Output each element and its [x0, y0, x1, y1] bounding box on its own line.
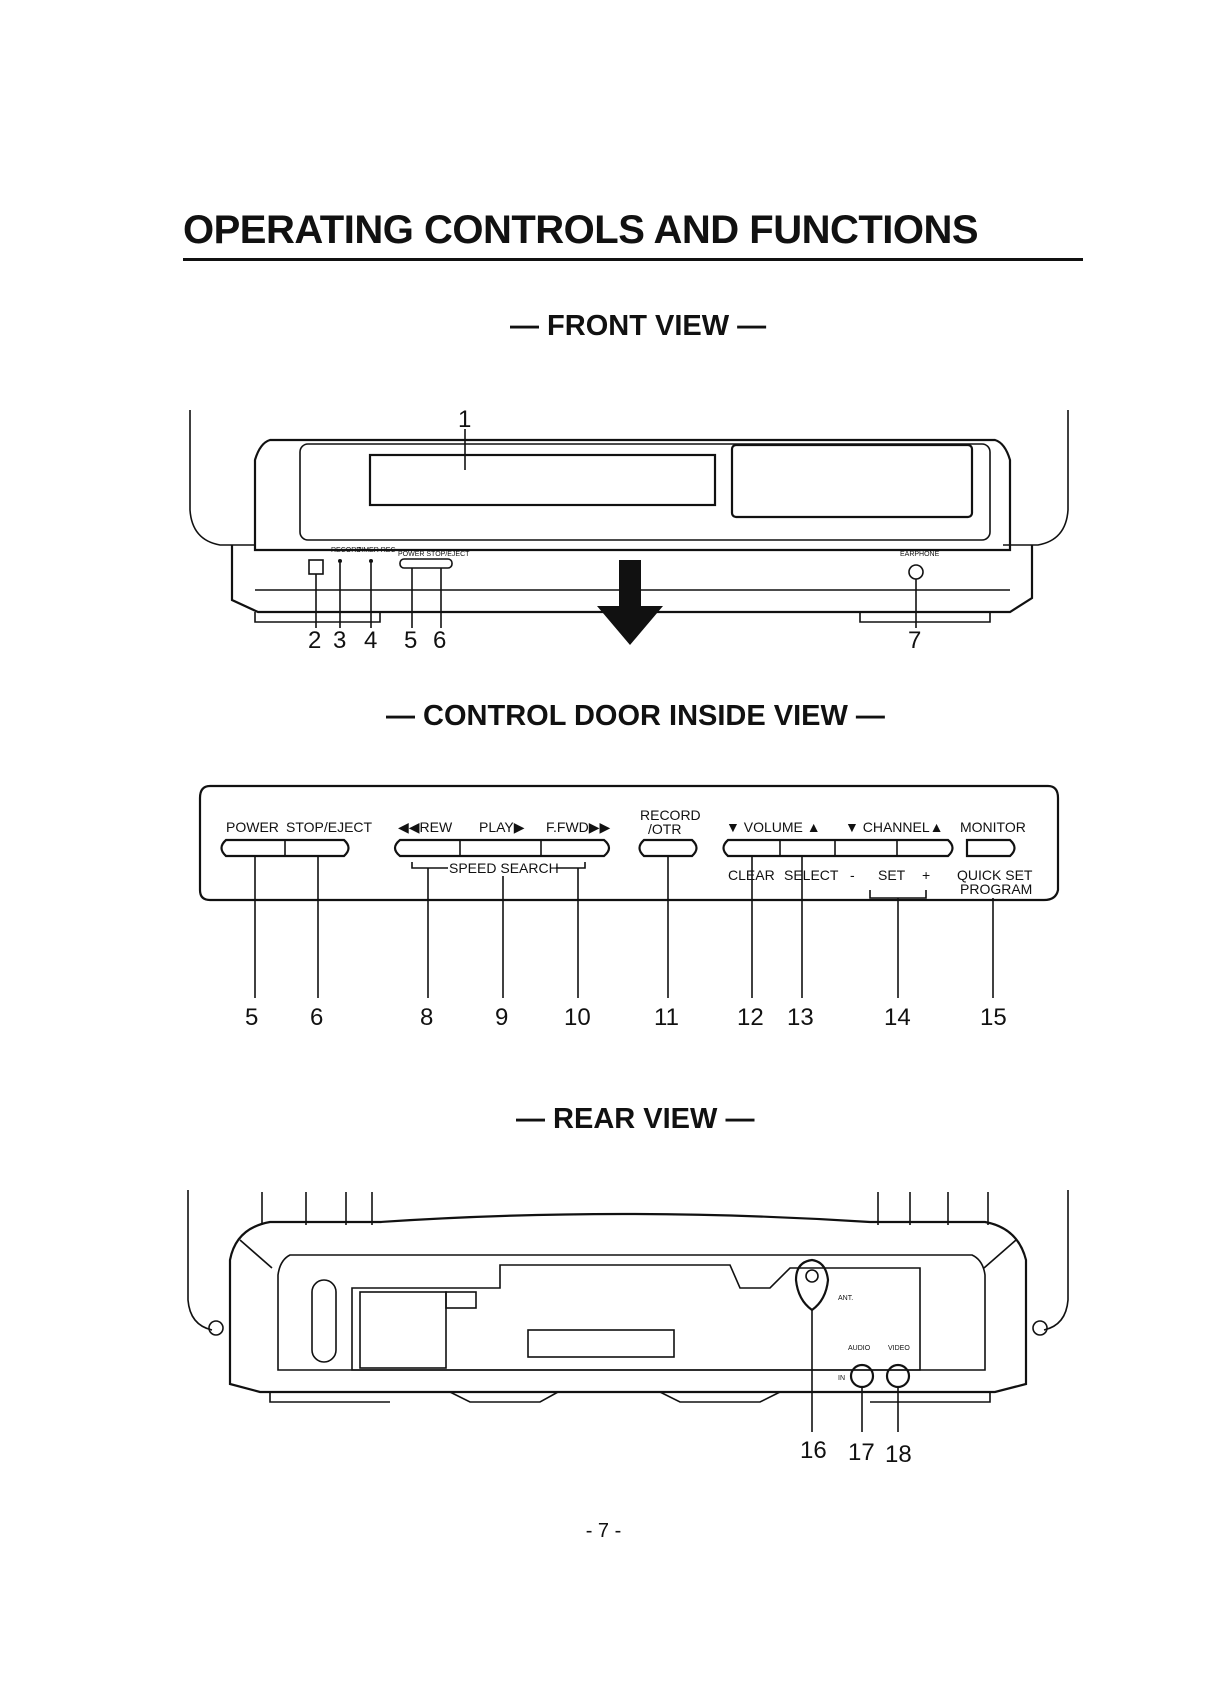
stop-eject-label: STOP/EJECT [286, 819, 373, 835]
volume-label: ▼ VOLUME ▲ [726, 819, 821, 835]
page-number: - 7 - [585, 1520, 622, 1542]
door-number-8: 8 [420, 1004, 433, 1031]
volume-channel-button-group [722, 838, 954, 858]
rear-number-18: 18 [885, 1441, 912, 1468]
in-tiny-label: IN [838, 1375, 845, 1382]
rear-handle-pivot-right [1032, 1320, 1048, 1336]
power-stop-button-group [220, 838, 350, 858]
front-screen-left [368, 453, 717, 507]
door-number-5: 5 [245, 1004, 258, 1031]
rear-number-16: 16 [800, 1437, 827, 1464]
front-foot-right [859, 612, 991, 623]
plus-label: + [922, 867, 930, 883]
set-label: SET [878, 867, 906, 883]
earphone-tiny-label: EARPHONE [900, 551, 940, 558]
rear-inner-panel [277, 1254, 986, 1371]
rear-label-plate [359, 1291, 447, 1369]
monitor-button [965, 838, 1016, 858]
rear-corner-line-right [983, 1239, 1017, 1269]
audio-tiny-label: AUDIO [848, 1345, 871, 1352]
rear-number-17: 17 [848, 1439, 875, 1466]
front-number-3: 3 [333, 627, 346, 654]
rew-label: ◀◀REW [398, 819, 453, 835]
power-stop-tiny-label: POWER STOP/EJECT [398, 551, 470, 558]
rear-feet [269, 1391, 991, 1403]
rear-view-heading: — REAR VIEW — [516, 1103, 755, 1135]
front-power-stop-buttons [399, 558, 453, 569]
rear-label-plate-tab [445, 1291, 477, 1309]
play-label: PLAY▶ [479, 819, 525, 835]
record-button [638, 838, 698, 858]
audio-in-jack [849, 1363, 875, 1389]
front-number-4: 4 [364, 627, 377, 654]
door-number-12: 12 [737, 1004, 764, 1031]
front-number-2: 2 [308, 627, 321, 654]
rear-view-diagram: ANT. AUDIO VIDEO IN 16 17 18 [187, 1190, 1069, 1468]
front-number-1: 1 [458, 406, 471, 433]
door-number-15: 15 [980, 1004, 1007, 1031]
ffwd-label: F.FWD▶▶ [546, 819, 611, 835]
front-button-2 [308, 559, 324, 575]
rear-recessed-cavity [351, 1264, 921, 1371]
channel-label: ▼ CHANNEL▲ [845, 819, 944, 835]
rear-outer-body [228, 1212, 1028, 1394]
control-door-panel [198, 784, 1060, 902]
record-label: RECORD [640, 807, 701, 823]
rear-handle-left [187, 1190, 213, 1331]
front-handle-right [1003, 410, 1069, 546]
door-number-14: 14 [884, 1004, 911, 1031]
monitor-label: MONITOR [960, 819, 1026, 835]
front-number-6: 6 [433, 627, 446, 654]
record-tiny-label: RECORD [331, 547, 361, 554]
open-door-arrow-icon [597, 560, 663, 645]
rew-play-ffwd-button-group [393, 838, 611, 858]
front-screen-bezel [299, 443, 991, 541]
rear-vent-slot [311, 1279, 337, 1363]
title-rule [183, 258, 1083, 261]
otr-label: /OTR [648, 821, 681, 837]
rear-handle-right [1043, 1190, 1069, 1331]
quick-set-label: QUICK SET [957, 867, 1033, 883]
door-number-6: 6 [310, 1004, 323, 1031]
set-bracket [869, 890, 927, 899]
rear-handle-pivot-left [208, 1320, 224, 1336]
timer-rec-led [369, 559, 373, 563]
minus-label: - [850, 867, 855, 883]
program-label: PROGRAM [960, 881, 1032, 897]
video-tiny-label: VIDEO [888, 1345, 910, 1352]
door-number-9: 9 [495, 1004, 508, 1031]
control-door-heading: — CONTROL DOOR INSIDE VIEW — [386, 700, 885, 732]
rear-corner-line-left [239, 1239, 273, 1269]
door-number-10: 10 [564, 1004, 591, 1031]
door-number-11: 11 [654, 1004, 679, 1031]
rear-slot [527, 1329, 675, 1358]
earphone-jack [908, 564, 924, 580]
speed-search-label: SPEED SEARCH [449, 860, 559, 876]
front-screen-right [730, 443, 974, 519]
video-in-jack [885, 1363, 911, 1389]
door-number-13: 13 [787, 1004, 814, 1031]
select-label: SELECT [784, 867, 839, 883]
front-foot-left [254, 612, 381, 623]
record-led [338, 559, 342, 563]
front-view-heading: — FRONT VIEW — [510, 310, 767, 342]
front-upper-body [253, 438, 1012, 552]
timer-rec-tiny-label: TIMER REC [357, 547, 396, 554]
power-label: POWER [226, 819, 279, 835]
ant-tiny-label: ANT. [838, 1295, 853, 1302]
front-number-5: 5 [404, 627, 417, 654]
speed-search-bracket [411, 862, 586, 869]
front-handle-left [189, 410, 255, 546]
antenna-connector [805, 1269, 819, 1283]
front-view-diagram: RECORD TIMER REC POWER STOP/EJECT EARPHO… [189, 406, 1069, 654]
page-title: OPERATING CONTROLS AND FUNCTIONS [183, 208, 979, 252]
control-door-diagram: POWER STOP/EJECT ◀◀REW PLAY▶ F.FWD▶▶ REC… [198, 784, 1060, 1031]
front-number-7: 7 [908, 627, 921, 654]
